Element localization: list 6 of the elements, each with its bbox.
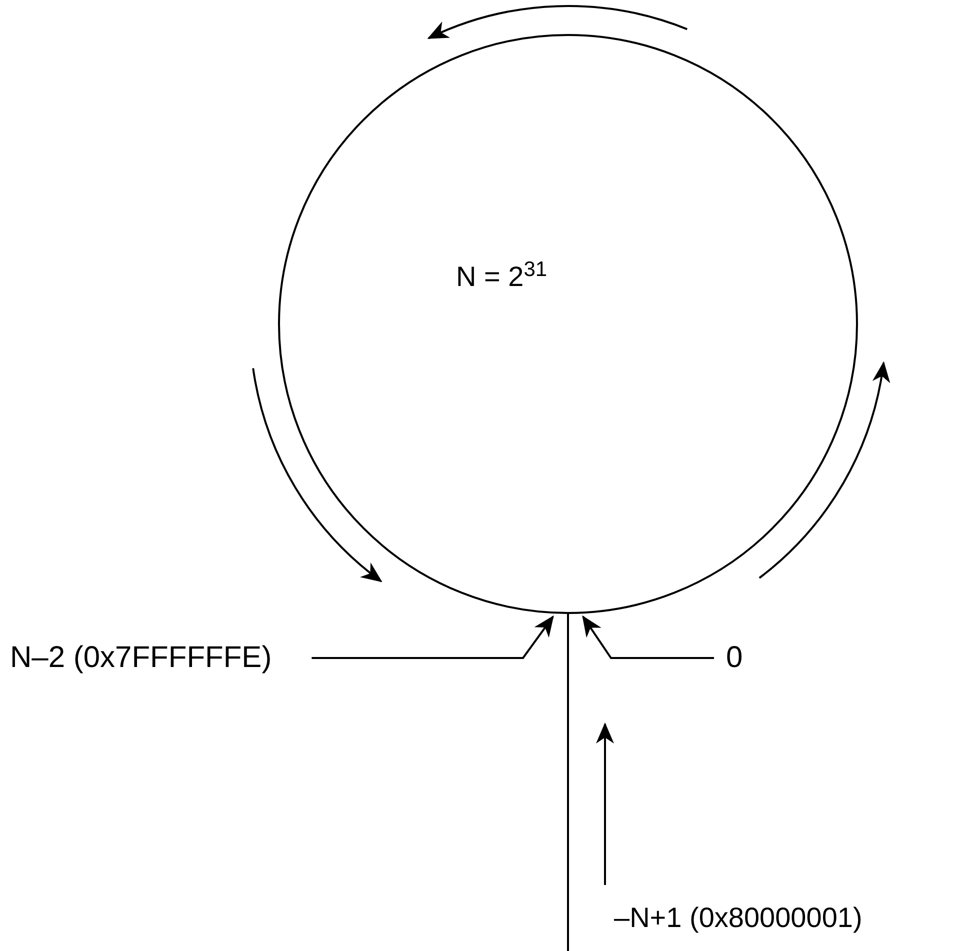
value-label: 0: [726, 640, 743, 676]
value-label: N–2 (0x7FFFFFFE): [10, 640, 272, 676]
value-label: –N+1 (0x80000001): [614, 901, 862, 935]
leader-arrow: [312, 615, 554, 659]
leader-arrow: [582, 615, 714, 659]
circle-label: N = 2$^{31}$: [456, 256, 548, 294]
